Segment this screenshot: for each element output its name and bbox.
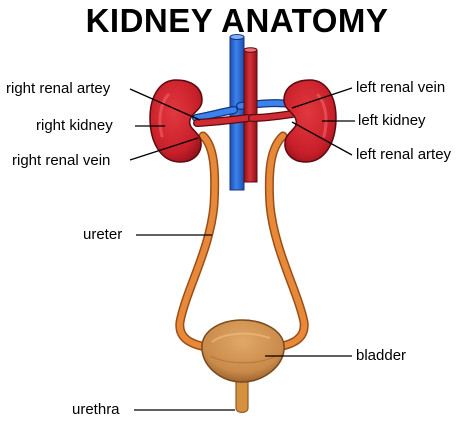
left-ureter bbox=[175, 131, 220, 353]
label-ureter: ureter bbox=[83, 226, 123, 243]
right-ureter bbox=[264, 131, 309, 353]
vena-cava bbox=[229, 34, 245, 191]
renal-arteries bbox=[193, 110, 296, 127]
label-right-renal-artery: right renal artey bbox=[6, 80, 111, 97]
title: KIDNEY ANATOMY bbox=[85, 2, 389, 39]
leader-left-renal-vein bbox=[291, 87, 353, 109]
label-bladder: bladder bbox=[356, 347, 407, 364]
label-left-renal-artery: left renal artey bbox=[356, 146, 452, 163]
label-right-kidney: right kidney bbox=[36, 117, 113, 134]
label-right-renal-vein: right renal vein bbox=[12, 152, 111, 169]
leader-lines bbox=[129, 87, 355, 411]
label-left-kidney: left kidney bbox=[358, 112, 426, 129]
leader-right-renal-vein bbox=[129, 137, 199, 161]
label-left-renal-vein: left renal vein bbox=[356, 79, 446, 96]
label-urethra: urethra bbox=[72, 401, 120, 418]
leader-left-renal-artery bbox=[291, 121, 353, 156]
bladder bbox=[201, 319, 285, 383]
urethra bbox=[235, 375, 249, 414]
leader-right-renal-artery bbox=[129, 88, 201, 121]
left-kidney bbox=[283, 79, 337, 163]
